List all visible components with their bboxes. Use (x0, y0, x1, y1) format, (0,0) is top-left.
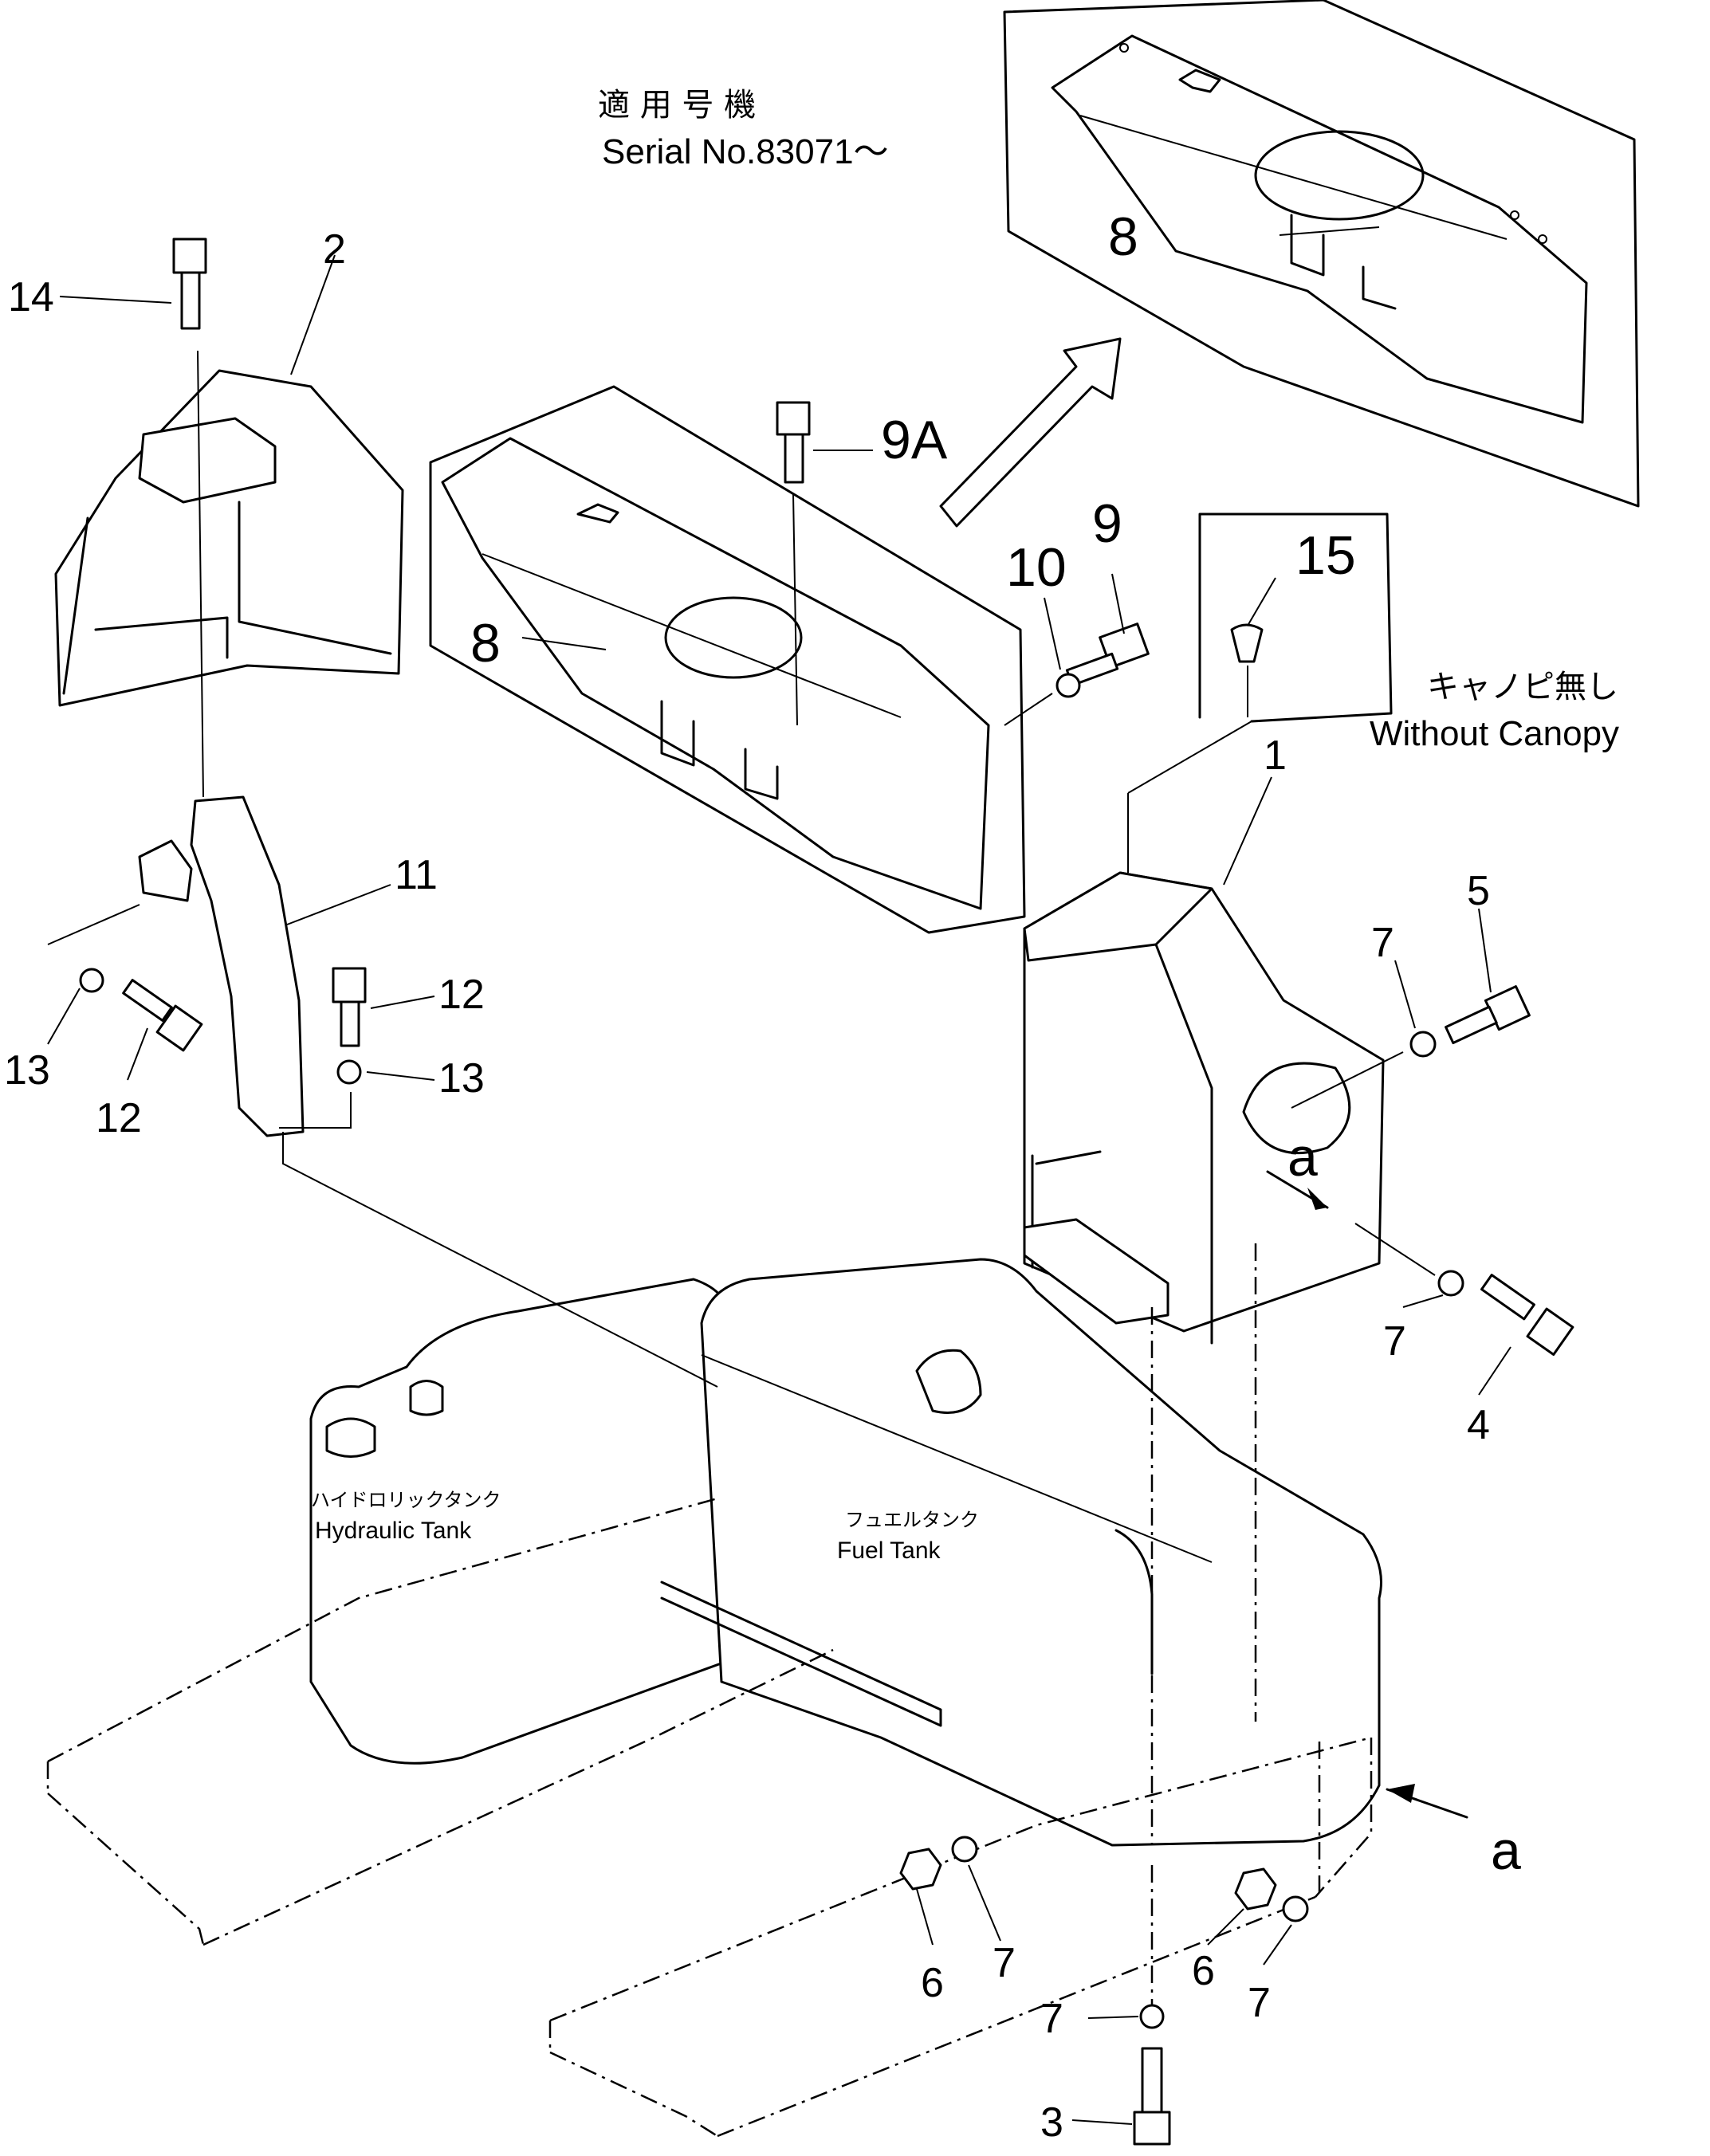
view-label-a-frame: a (1491, 1820, 1521, 1881)
hydraulic-tank-label-en: Hydraulic Tank (315, 1518, 472, 1544)
callout-4: 4 (1467, 1402, 1490, 1448)
callout-8-inset: 8 (1108, 206, 1138, 267)
hydraulic-tank-label-jp: ハイドロリックタンク (311, 1489, 501, 1511)
callout-13-left: 13 (4, 1047, 50, 1094)
fuel-tank-label-jp: フュエルタンク (845, 1509, 979, 1531)
callout-14: 14 (8, 274, 54, 320)
leader-lines (47, 226, 1511, 2125)
callout-1: 1 (1264, 732, 1287, 779)
washer-7-frame-right (1282, 1895, 1309, 1922)
washer-7-upper-right (1409, 1031, 1437, 1058)
callout-9: 9 (1092, 493, 1122, 554)
bolt-12-upright (332, 967, 367, 1047)
bolt-4 (1480, 1274, 1574, 1356)
bolt-12-angled (122, 979, 203, 1052)
washer-10 (1055, 673, 1081, 698)
callout-9a: 9A (881, 410, 948, 470)
callouts: 14 2 9A 9 10 15 8 8 1 5 7 11 12 13 13 12… (4, 206, 1521, 2146)
hydraulic-tank (309, 1278, 731, 1765)
callout-3: 3 (1040, 2099, 1063, 2146)
frame-rails (46, 1497, 1373, 2138)
nut-6-right (1234, 1867, 1277, 1911)
callout-6-left: 6 (921, 1960, 944, 2006)
inset-arrow (939, 337, 1122, 528)
view-label-a-housing: a (1287, 1127, 1318, 1188)
callout-5: 5 (1467, 868, 1490, 914)
serial-note-en: Serial No.83071～ (602, 132, 889, 171)
callout-7-bottom: 7 (1040, 1996, 1063, 2042)
callout-13-right: 13 (438, 1055, 485, 1102)
bolt-3 (1133, 2047, 1171, 2146)
callout-7-right: 7 (1383, 1318, 1406, 1365)
bolt-14 (172, 238, 207, 330)
bracket-part-2 (54, 369, 404, 707)
bolt-9a (776, 401, 811, 484)
callout-15: 15 (1295, 525, 1356, 586)
bolt-5 (1445, 985, 1531, 1045)
fuel-tank (700, 1258, 1382, 1847)
serial-variant-inset (1003, 0, 1640, 508)
callout-10: 10 (1006, 537, 1067, 598)
callout-12-left: 12 (96, 1095, 142, 1141)
callout-12-right: 12 (438, 972, 485, 1018)
housing-part-1 (1023, 871, 1385, 1345)
fuel-tank-label-en: Fuel Tank (837, 1537, 941, 1564)
nut-6-left (899, 1848, 942, 1891)
callout-8-main: 8 (470, 613, 501, 674)
callout-2: 2 (323, 226, 346, 273)
washer-7-frame-left (951, 1836, 978, 1863)
washer-13-right (336, 1059, 362, 1085)
stay-part-11 (138, 795, 305, 1137)
cover-inset-box (429, 385, 1026, 934)
canopy-note-en: Without Canopy (1370, 714, 1619, 753)
serial-note-jp: 適 用 号 機 (598, 87, 756, 124)
callout-7-frame-right: 7 (1248, 1980, 1271, 2026)
callout-6-right: 6 (1192, 1948, 1215, 1994)
bolt-9 (1065, 622, 1150, 687)
canopy-note-jp: キャノピ無し (1427, 669, 1618, 705)
washer-7-bottom (1139, 2004, 1165, 2029)
washer-7-right (1437, 1270, 1464, 1297)
callout-7-frame-left: 7 (993, 1940, 1016, 1986)
washer-13-left (79, 968, 104, 993)
callout-11: 11 (395, 852, 438, 898)
callout-7-upper: 7 (1371, 920, 1394, 966)
cap-15-box (1127, 512, 1393, 873)
